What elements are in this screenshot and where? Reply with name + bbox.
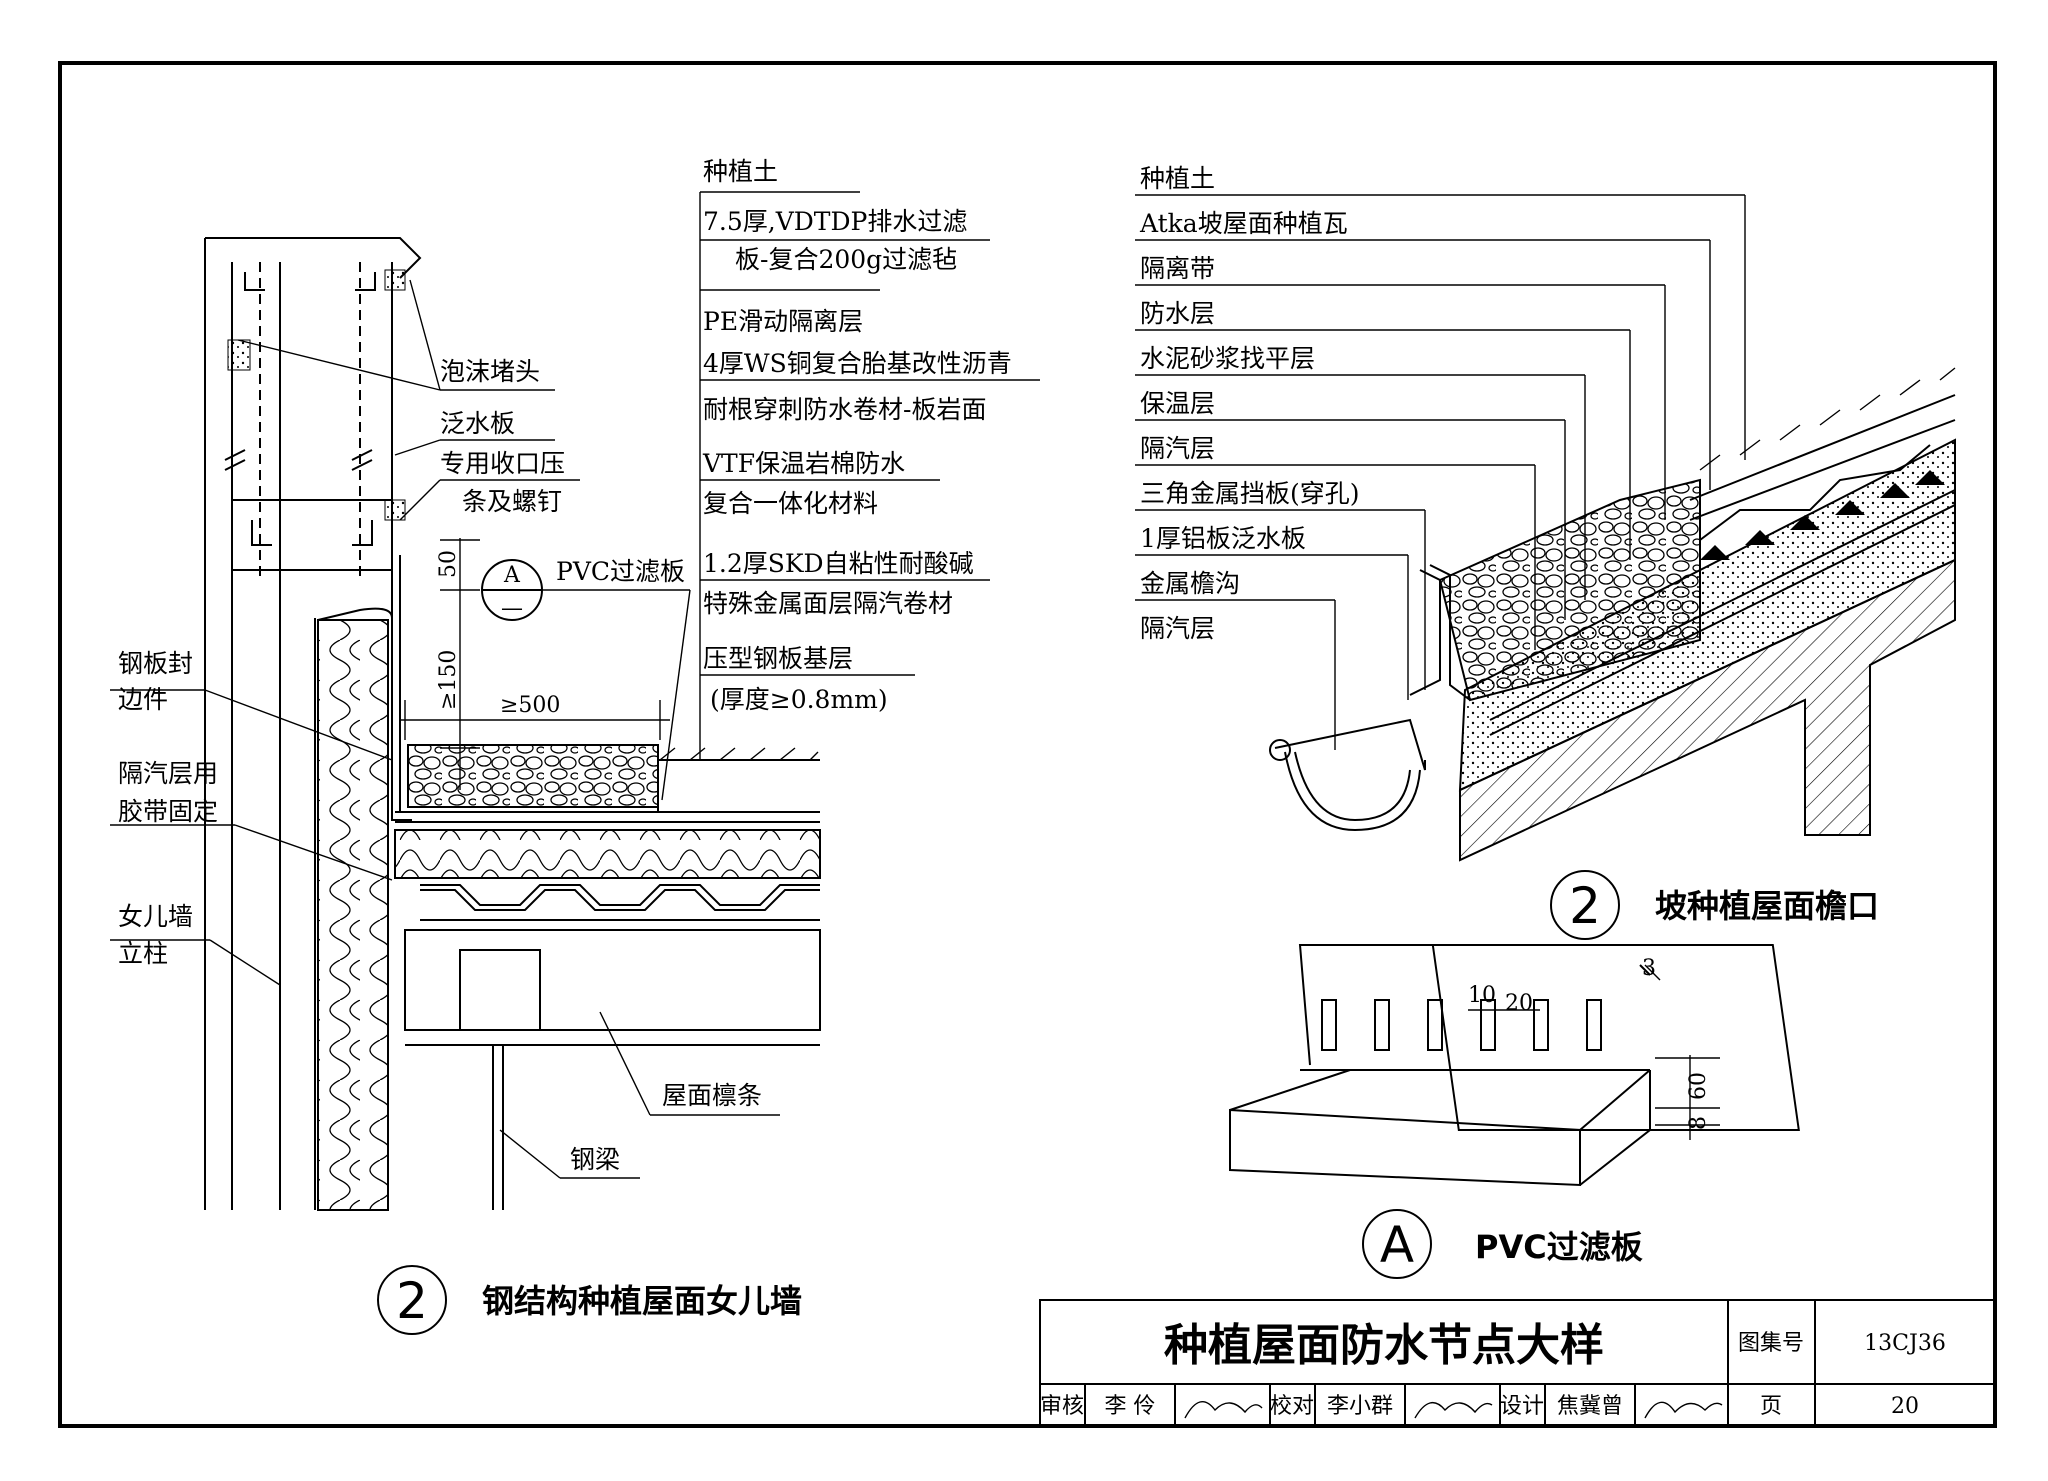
sheet-border bbox=[58, 61, 1997, 1428]
caption-right: 坡种植屋面檐口 bbox=[1655, 887, 1879, 925]
page-no: 20 bbox=[1891, 1394, 1919, 1419]
caption-a: PVC过滤板 bbox=[1475, 1228, 1643, 1266]
callout-r-isolation: 隔离带 bbox=[1140, 254, 1215, 283]
callout-r-waterproof: 防水层 bbox=[1140, 299, 1215, 328]
dim-a-20: 20 bbox=[1505, 991, 1533, 1016]
callout-vapor-1: 1.2厚SKD自粘性耐酸碱 bbox=[703, 549, 974, 578]
callout-r-vapor: 隔汽层 bbox=[1140, 434, 1215, 463]
callout-r-flashing: 1厚铝板泛水板 bbox=[1140, 524, 1306, 553]
callout-drain-board-1: 7.5厚,VDTDP排水过滤 bbox=[703, 207, 967, 236]
caption-circle-a bbox=[1362, 1209, 1432, 1279]
dim-a-3: 3 bbox=[1642, 956, 1656, 981]
dim-a-60: 60 bbox=[1686, 1072, 1711, 1100]
callout-r-insulation: 保温层 bbox=[1140, 389, 1215, 418]
caption-circle-right bbox=[1550, 870, 1620, 940]
callout-vapor-2: 特殊金属面层隔汽卷材 bbox=[703, 589, 953, 618]
callout-strip-1: 专用收口压 bbox=[440, 449, 565, 478]
callout-r-screed: 水泥砂浆找平层 bbox=[1140, 344, 1315, 373]
callout-r-vapor-2: 隔汽层 bbox=[1140, 614, 1215, 643]
sheet-title: 种植屋面防水节点大样 bbox=[1164, 1320, 1604, 1371]
callout-foam-plug: 泡沫堵头 bbox=[440, 357, 540, 386]
caption-left: 钢结构种植屋面女儿墙 bbox=[482, 1282, 802, 1320]
caption-num-right: 2 bbox=[1569, 877, 1601, 935]
dim-50: 50 bbox=[436, 550, 461, 578]
check-label: 校对 bbox=[1270, 1394, 1314, 1419]
callout-deck-1: 压型钢板基层 bbox=[703, 644, 853, 673]
callout-post-1: 女儿墙 bbox=[118, 902, 193, 931]
callout-tape-1: 隔汽层用 bbox=[118, 759, 218, 788]
callout-strip-2: 条及螺钉 bbox=[462, 487, 562, 516]
callout-steel-beam: 钢梁 bbox=[570, 1145, 620, 1174]
right-detail-drawing bbox=[1135, 194, 1956, 862]
design-name: 焦冀曾 bbox=[1557, 1394, 1623, 1419]
left-detail-drawing: A — PVC过滤板 50 ≥150 ≥500 bbox=[110, 191, 1040, 1211]
callout-pe-layer: PE滑动隔离层 bbox=[703, 307, 863, 336]
callout-post-2: 立柱 bbox=[118, 939, 168, 968]
ref-mark-a: A bbox=[503, 563, 521, 588]
callout-tape-2: 胶带固定 bbox=[118, 797, 218, 826]
callout-insulation-1: VTF保温岩棉防水 bbox=[702, 449, 905, 478]
caption-num-a: A bbox=[1380, 1216, 1414, 1274]
review-name: 李 伶 bbox=[1105, 1394, 1156, 1419]
callout-deck-2: (厚度≥0.8mm) bbox=[710, 685, 888, 714]
review-label: 审核 bbox=[1040, 1394, 1084, 1419]
detail-a-drawing bbox=[1229, 944, 1800, 1187]
atlas-no: 13CJ36 bbox=[1864, 1331, 1946, 1356]
callout-r-soil: 种植土 bbox=[1140, 164, 1215, 193]
caption-circle-left bbox=[377, 1265, 447, 1335]
callout-purlin: 屋面檩条 bbox=[662, 1081, 762, 1110]
callout-flashing: 泛水板 bbox=[440, 409, 515, 438]
dim-a-10: 10 bbox=[1468, 983, 1496, 1008]
callout-r-baffle: 三角金属挡板(穿孔) bbox=[1140, 479, 1360, 508]
callout-waterproof-1: 4厚WS铜复合胎基改性沥青 bbox=[703, 349, 1012, 378]
design-label: 设计 bbox=[1500, 1394, 1544, 1419]
ref-label-pvc: PVC过滤板 bbox=[556, 557, 685, 586]
callout-waterproof-2: 耐根穿刺防水卷材-板岩面 bbox=[703, 395, 986, 424]
svg-text:—: — bbox=[501, 596, 523, 621]
page-label: 页 bbox=[1760, 1394, 1782, 1419]
dim-150: ≥150 bbox=[436, 650, 461, 710]
check-name: 李小群 bbox=[1327, 1394, 1393, 1419]
title-block bbox=[1039, 1299, 1996, 1427]
dim-500: ≥500 bbox=[500, 693, 560, 718]
callout-r-gutter: 金属檐沟 bbox=[1140, 569, 1240, 598]
callout-edge-1: 钢板封 bbox=[118, 649, 193, 678]
atlas-label: 图集号 bbox=[1738, 1331, 1804, 1356]
dim-a-8: 8 bbox=[1686, 1116, 1711, 1130]
callout-insulation-2: 复合一体化材料 bbox=[703, 489, 878, 518]
callout-edge-2: 边件 bbox=[118, 685, 168, 714]
caption-num-left: 2 bbox=[396, 1272, 428, 1330]
callout-drain-board-2: 板-复合200g过滤毡 bbox=[735, 245, 957, 274]
callout-planting-soil: 种植土 bbox=[703, 157, 778, 186]
callout-r-tile: Atka坡屋面种植瓦 bbox=[1139, 209, 1348, 238]
